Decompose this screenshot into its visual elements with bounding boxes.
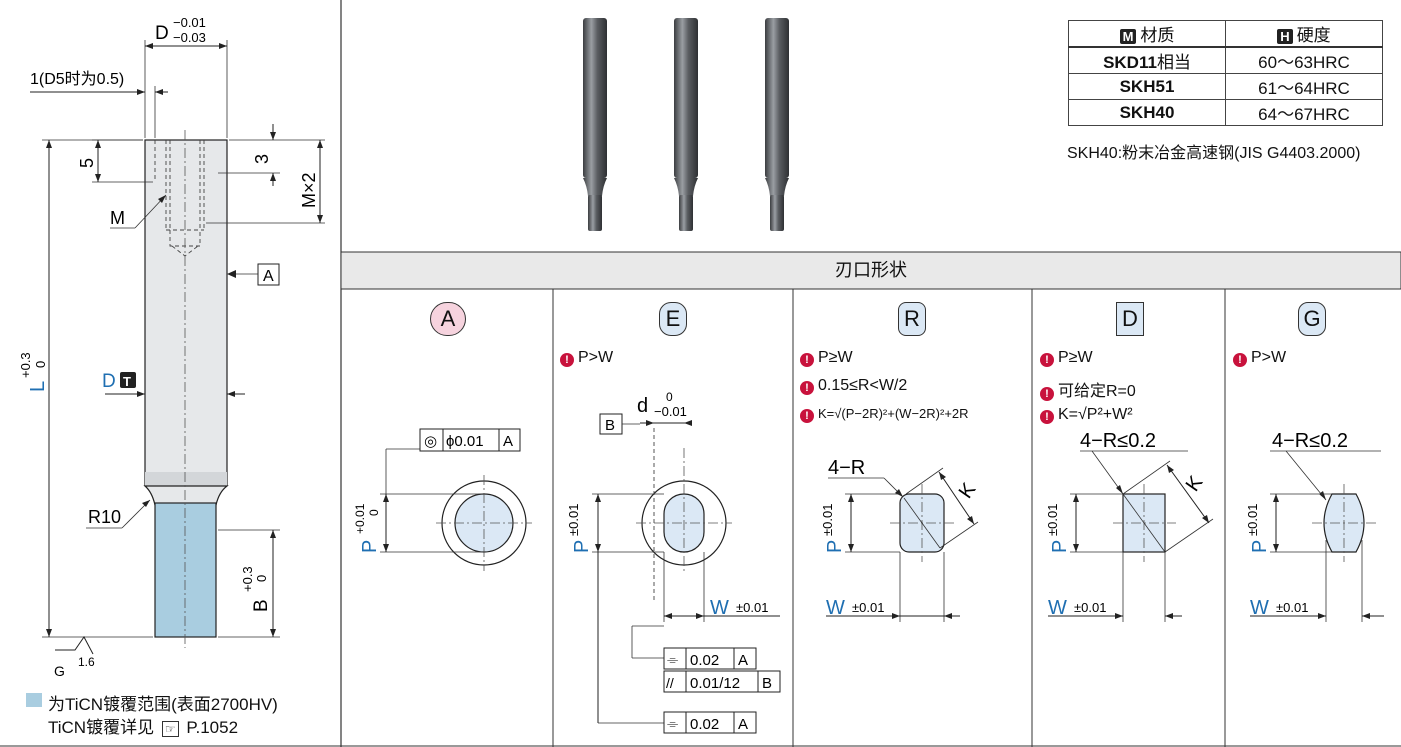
punch-drawing: D −0.01 −0.03 1(D5时为0.5) 5 3 M×2 M A L +… xyxy=(18,15,325,707)
edge-shape-title: 刃口形状 xyxy=(835,260,907,280)
shape-G-note-1: !P>W xyxy=(1233,349,1286,367)
dim-D-tol-upper: −0.01 xyxy=(173,15,206,30)
shape-badge-A: A xyxy=(430,302,466,336)
dim-DT-badge: T xyxy=(123,374,131,389)
shape-badge-E: E xyxy=(659,302,687,336)
dim-D-label: D xyxy=(155,23,169,44)
shape-R-note-1: !P≥W xyxy=(800,349,853,367)
warning-icon: ! xyxy=(560,353,574,367)
punch-neck-band xyxy=(145,472,227,486)
dim-B-tol-upper: +0.3 xyxy=(240,566,255,592)
punch-photo-1 xyxy=(583,18,607,231)
datum-A-label: A xyxy=(263,268,274,285)
dim-3-label: 3 xyxy=(252,154,272,164)
warning-icon: ! xyxy=(800,353,814,367)
coating-area xyxy=(154,502,217,638)
dim-5-label: 5 xyxy=(77,158,97,168)
surface-roughness-label: 1.6 xyxy=(78,655,95,669)
coating-legend-swatch xyxy=(26,693,42,707)
coating-note-ref[interactable]: P.1052 xyxy=(186,718,239,737)
shape-D-note-2: !可给定R=0 xyxy=(1040,377,1136,401)
product-photo xyxy=(583,18,789,231)
punch-photo-3 xyxy=(765,18,789,231)
dim-DT-label: D xyxy=(102,371,116,392)
dim-L-tol-lower: 0 xyxy=(33,361,48,368)
warning-icon: ! xyxy=(1233,353,1247,367)
table-row: SKD11相当 60～63HRC xyxy=(1068,46,1383,74)
table-row: SKH40 64～67HRC xyxy=(1068,99,1383,126)
dim-B-label: B xyxy=(251,599,272,612)
shape-badge-R: R xyxy=(898,302,926,336)
shape-D-note-3: !K=√P²+W² xyxy=(1040,406,1133,424)
dim-MX2-label: M×2 xyxy=(299,172,319,208)
label-R10: R10 xyxy=(88,507,121,527)
warning-icon: ! xyxy=(800,409,814,423)
shape-badge-G: G xyxy=(1298,302,1326,336)
material-footnote: SKH40:粉末冶金高速钢(JIS G4403.2000) xyxy=(1067,145,1361,162)
shape-R-note-2: !0.15≤R<W/2 xyxy=(800,377,907,395)
warning-icon: ! xyxy=(1040,353,1054,367)
pointing-hand-icon: ☞ xyxy=(161,721,179,737)
coating-note-line1: 为TiCN镀覆范围(表面2700HV) xyxy=(48,695,278,714)
warning-icon: ! xyxy=(1040,410,1054,424)
warning-icon: ! xyxy=(1040,387,1054,401)
warning-icon: ! xyxy=(800,381,814,395)
shape-D-note-1: !P≥W xyxy=(1040,349,1093,367)
shape-E-note-1: !P>W xyxy=(560,349,613,367)
shape-R-note-3: !K=√(P−2R)²+(W−2R)²+2R xyxy=(800,406,969,423)
dim-L-label: L xyxy=(27,381,49,392)
coating-note-line2: TiCN镀覆详见 ☞ P.1052 xyxy=(48,713,238,738)
shape-badge-D: D xyxy=(1116,302,1144,336)
punch-photo-2 xyxy=(674,18,698,231)
punch-body xyxy=(144,139,228,486)
coating-note-text: TiCN镀覆详见 xyxy=(48,718,155,737)
dim-offset-label: 1(D5时为0.5) xyxy=(30,70,124,88)
dim-D-tol-lower: −0.03 xyxy=(173,30,206,45)
table-row: SKH51 61～64HRC xyxy=(1068,73,1383,100)
punch-transition xyxy=(143,485,229,506)
dim-B-tol-lower: 0 xyxy=(254,575,269,582)
surface-G-label: G xyxy=(54,663,65,679)
label-M: M xyxy=(110,208,125,228)
dim-L-tol-upper: +0.3 xyxy=(18,352,33,378)
